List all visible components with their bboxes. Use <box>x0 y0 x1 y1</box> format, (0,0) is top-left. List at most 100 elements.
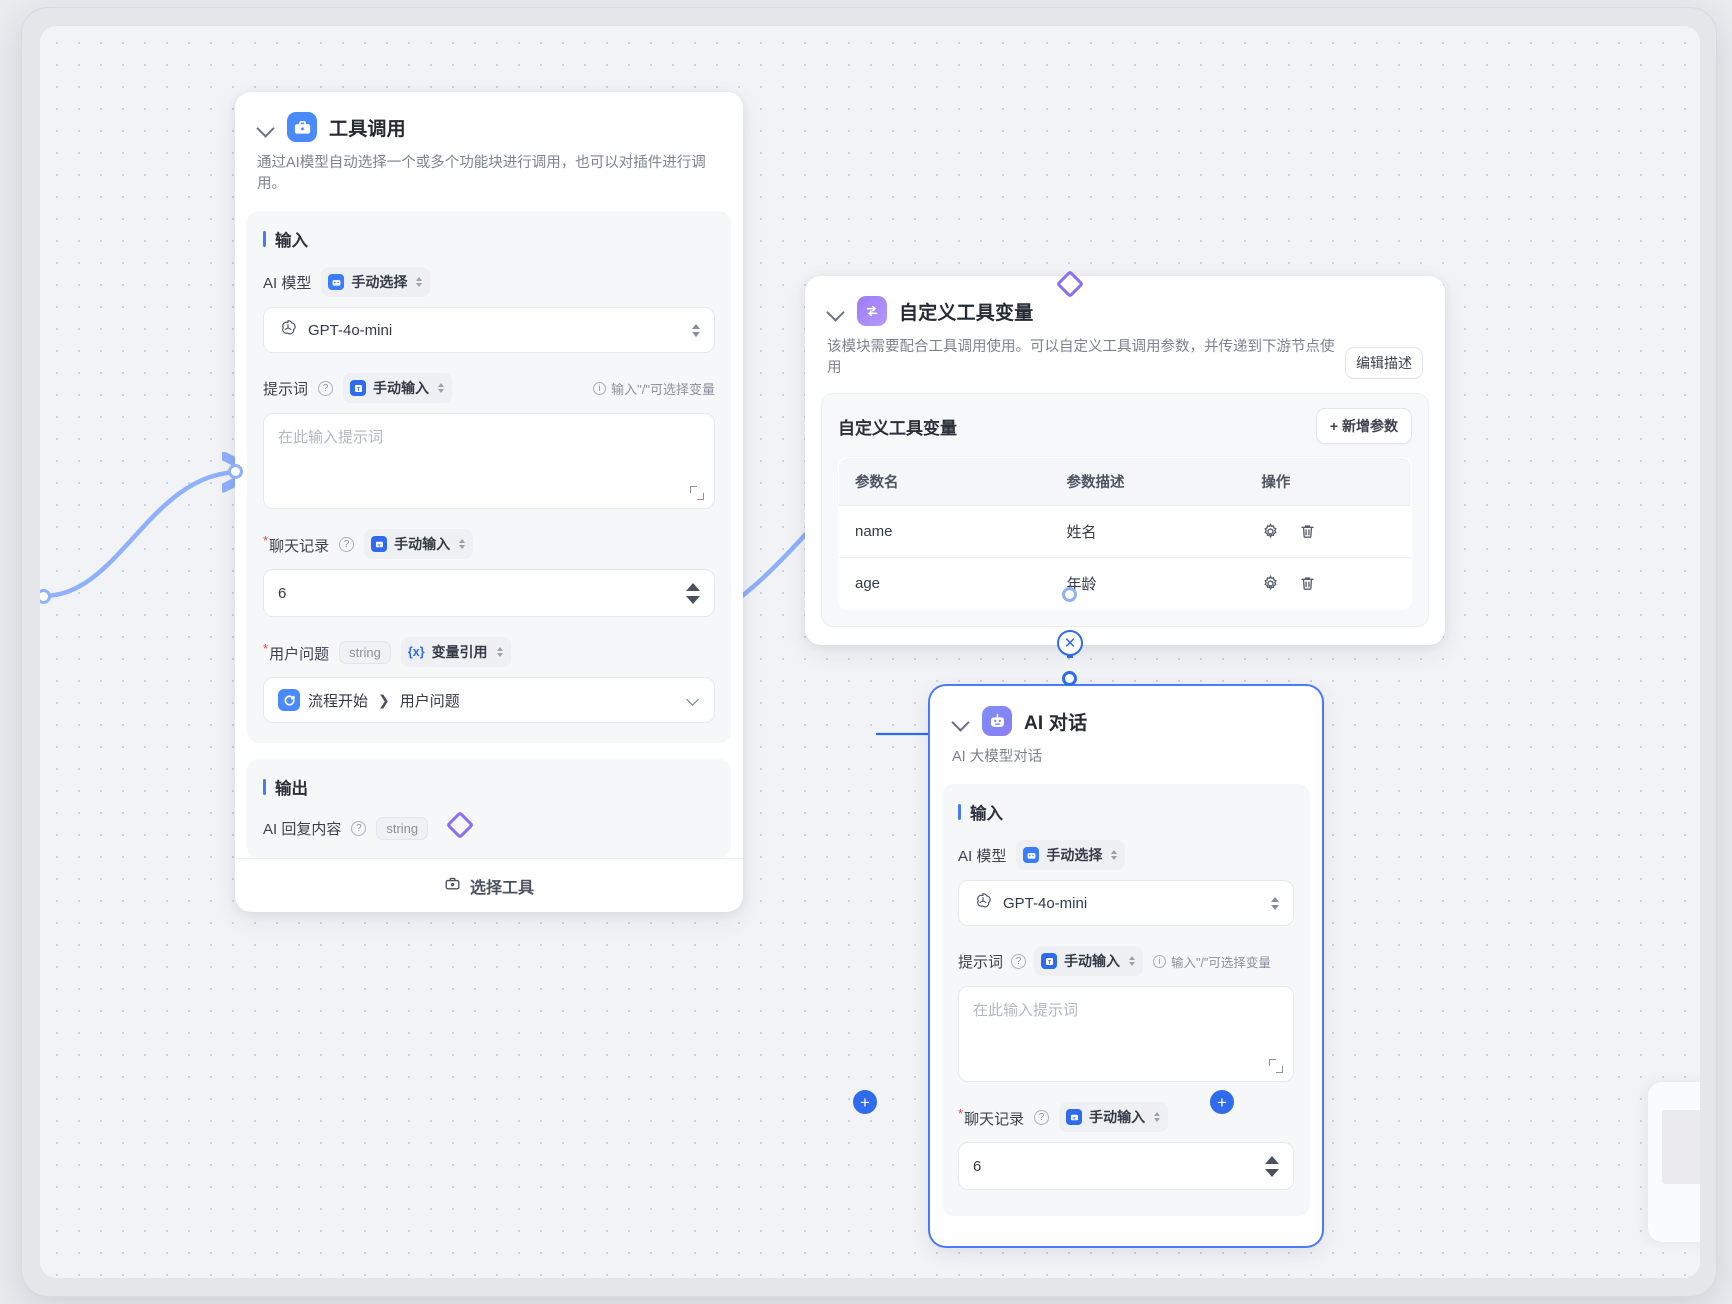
robot-icon <box>982 706 1012 736</box>
ai-model-mode-label: 手动选择 <box>351 274 408 291</box>
output-section-title: 输出 <box>263 775 715 799</box>
delete-edge-button[interactable]: ✕ <box>1057 630 1083 656</box>
svg-text:T: T <box>356 386 360 392</box>
params-table: 参数名 参数描述 操作 name 姓名 <box>838 457 1412 611</box>
collapse-chevron-icon[interactable] <box>952 712 970 730</box>
col-param-name: 参数名 <box>839 458 1051 507</box>
node-title: AI 对话 <box>1024 712 1088 734</box>
trash-icon[interactable] <box>1298 522 1317 541</box>
add-node-left-handle[interactable]: + <box>853 1090 877 1114</box>
user-question-mode-select[interactable]: {x} 变量引用 <box>400 637 511 668</box>
node-tool-call[interactable]: 工具调用 通过AI模型自动选择一个或多个功能块进行调用，也可以对插件进行调用。 … <box>228 92 743 913</box>
custom-vars-output-handle[interactable] <box>1062 587 1077 602</box>
robot-mini-icon <box>328 274 345 291</box>
collapse-chevron-icon[interactable] <box>827 302 845 320</box>
chevron-updown-icon[interactable] <box>692 323 700 337</box>
chat-history-mode-select[interactable]: n: 手动输入 <box>1059 1102 1169 1133</box>
table-row[interactable]: age 年龄 <box>839 558 1411 610</box>
chat-history-mode-label: 手动输入 <box>394 536 451 553</box>
prompt-placeholder: 在此输入提示词 <box>278 429 384 447</box>
prompt-hint-text: 输入"/"可选择变量 <box>611 381 715 397</box>
node-custom-tool-vars[interactable]: 自定义工具变量 该模块需要配合工具调用使用。可以自定义工具调用参数，并传递到下游… <box>805 276 1445 646</box>
select-tool-label: 选择工具 <box>469 879 534 897</box>
close-icon: ✕ <box>1063 635 1077 652</box>
ai-model-field-row: AI 模型 手动选择 <box>263 267 715 298</box>
edit-description-button[interactable]: 编辑描述 <box>1345 347 1423 380</box>
help-icon[interactable]: ? <box>1034 1109 1050 1125</box>
output-field-row: AI 回复内容 ? string <box>263 817 715 841</box>
ai-model-mode-select[interactable]: 手动选择 <box>321 267 431 298</box>
source-handle-left-origin[interactable] <box>40 589 51 604</box>
gear-icon[interactable] <box>1261 522 1280 541</box>
workflow-canvas[interactable]: 工具调用 通过AI模型自动选择一个或多个功能块进行调用，也可以对插件进行调用。 … <box>40 26 1700 1278</box>
chat-history-stepper[interactable]: 6 <box>263 569 715 618</box>
add-node-right-handle[interactable]: + <box>1210 1090 1234 1114</box>
gear-icon[interactable] <box>1261 574 1280 593</box>
chevron-updown-icon <box>1154 1112 1161 1123</box>
help-icon[interactable]: ? <box>1011 953 1027 969</box>
ai-model-label: AI 模型 <box>958 847 1007 865</box>
stepper-arrows-icon[interactable] <box>1265 1155 1279 1177</box>
col-actions: 操作 <box>1245 458 1411 507</box>
user-question-ref-select[interactable]: 流程开始 ❯ 用户问题 <box>263 677 715 724</box>
chevron-updown-icon <box>438 383 445 394</box>
expand-icon[interactable] <box>1269 1059 1283 1074</box>
chat-history-label: 聊天记录 <box>958 1106 1024 1129</box>
user-question-ref-node: 流程开始 <box>308 692 369 710</box>
node-header: 工具调用 通过AI模型自动选择一个或多个功能块进行调用，也可以对插件进行调用。 <box>235 92 743 195</box>
param-desc: 年龄 <box>1066 576 1097 594</box>
prompt-label: 提示词 <box>958 953 1004 971</box>
section-accent-bar <box>263 779 266 796</box>
right-dock-panel[interactable] <box>1648 1082 1700 1242</box>
ai-model-select[interactable]: GPT-4o-mini <box>958 880 1294 927</box>
svg-text:T: T <box>1047 959 1051 965</box>
prompt-textarea[interactable]: 在此输入提示词 <box>263 413 715 510</box>
param-desc: 姓名 <box>1050 505 1246 559</box>
text-input-mini-icon: T <box>1041 953 1058 970</box>
ai-model-value: GPT-4o-mini <box>308 321 393 339</box>
node-ai-chat[interactable]: AI 对话 AI 大模型对话 输入 AI 模型 手动选择 <box>930 686 1322 1246</box>
input-section: 输入 AI 模型 手动选择 <box>942 784 1310 1217</box>
node-title: 自定义工具变量 <box>899 302 1034 324</box>
prompt-field-row: 提示词 ? T 手动输入 i 输入"/"可选择变量 <box>958 946 1294 977</box>
user-question-label: 用户问题 <box>263 641 329 664</box>
input-handle[interactable] <box>228 464 243 479</box>
prompt-textarea[interactable]: 在此输入提示词 <box>958 986 1294 1083</box>
help-icon[interactable]: ? <box>351 821 367 837</box>
stepper-arrows-icon[interactable] <box>686 582 700 604</box>
ai-model-mode-select[interactable]: 手动选择 <box>1016 840 1126 871</box>
chevron-updown-icon[interactable] <box>1271 896 1279 910</box>
chat-history-value: 6 <box>278 584 287 602</box>
trash-icon[interactable] <box>1298 574 1317 593</box>
chevron-down-icon[interactable] <box>688 694 700 706</box>
expand-icon[interactable] <box>690 486 704 501</box>
ai-chat-input-handle[interactable] <box>1062 671 1077 686</box>
help-icon[interactable]: ? <box>318 380 334 396</box>
prompt-mode-select[interactable]: T 手动输入 <box>343 373 453 404</box>
user-question-mode-label: 变量引用 <box>431 644 488 661</box>
custom-vars-panel: 自定义工具变量 + 新增参数 参数名 参数描述 操作 name <box>821 393 1429 628</box>
user-question-ref-field: 用户问题 <box>399 692 460 710</box>
chat-history-label: 聊天记录 <box>263 533 329 556</box>
ai-model-mode-label: 手动选择 <box>1046 847 1103 864</box>
user-question-field-row: 用户问题 string {x} 变量引用 <box>263 637 715 668</box>
add-param-button[interactable]: + 新增参数 <box>1315 408 1412 445</box>
ai-model-select[interactable]: GPT-4o-mini <box>263 307 715 354</box>
prompt-mode-select[interactable]: T 手动输入 <box>1034 946 1144 977</box>
node-header: 自定义工具变量 该模块需要配合工具调用使用。可以自定义工具调用参数，并传递到下游… <box>805 276 1445 380</box>
info-icon: i <box>1153 954 1167 968</box>
prompt-hint: i 输入"/"可选择变量 <box>1153 952 1271 971</box>
table-row[interactable]: name 姓名 <box>839 505 1411 559</box>
help-icon[interactable]: ? <box>339 536 355 552</box>
select-tool-button[interactable]: 选择工具 <box>235 858 743 912</box>
toolbox-icon <box>287 112 317 142</box>
output-section: 输出 AI 回复内容 ? string <box>247 759 731 859</box>
ai-model-field-row: AI 模型 手动选择 <box>958 840 1294 871</box>
collapse-chevron-icon[interactable] <box>257 118 275 136</box>
chevron-updown-icon <box>496 647 503 658</box>
chat-history-stepper[interactable]: 6 <box>958 1142 1294 1191</box>
node-description: AI 大模型对话 <box>952 749 1043 765</box>
prompt-mode-label: 手动输入 <box>1064 953 1121 970</box>
chat-history-mode-select[interactable]: n: 手动输入 <box>364 529 474 560</box>
